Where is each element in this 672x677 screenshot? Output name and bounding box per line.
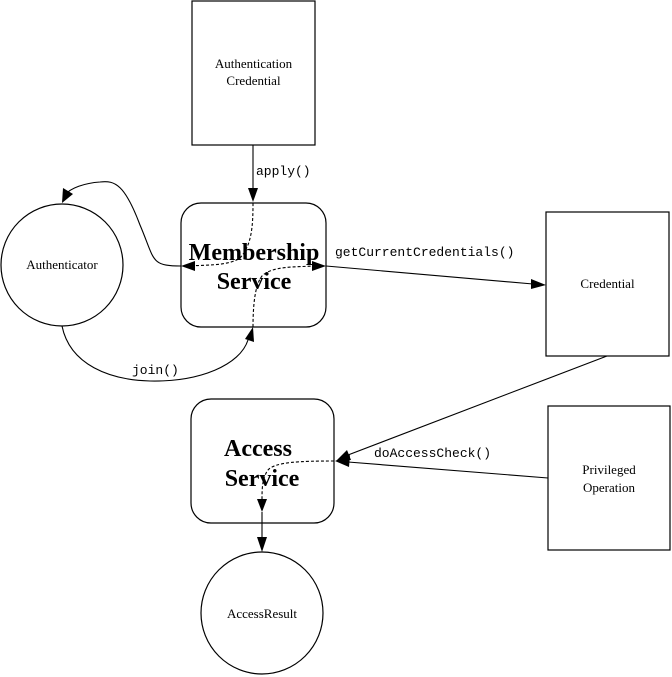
arrowhead-icon: [257, 537, 267, 552]
do-access-check-label: doAccessCheck(): [374, 446, 491, 461]
node-privileged-operation[interactable]: Privileged Operation: [547, 405, 671, 551]
edge-do-access-check: doAccessCheck(): [335, 446, 549, 479]
edge-result: [257, 460, 335, 552]
join-label: join(): [132, 363, 179, 378]
privileged-operation-line1: Privileged: [582, 462, 636, 477]
node-authenticator[interactable]: Authenticator: [0, 203, 124, 327]
edge-apply: apply(): [181, 145, 311, 271]
node-authentication-credential[interactable]: Authentication Credential: [191, 0, 316, 146]
credential-label: Credential: [580, 276, 635, 291]
arrowhead-icon: [335, 455, 350, 467]
authentication-credential-line1: Authentication: [215, 56, 293, 71]
arrowhead-icon: [62, 188, 73, 203]
node-membership-service[interactable]: Membership Service: [180, 202, 327, 328]
arrowhead-icon: [257, 499, 267, 512]
apply-label: apply(): [256, 164, 311, 179]
access-result-label: AccessResult: [227, 606, 297, 621]
arrowhead-icon: [245, 327, 254, 342]
arrowhead-icon: [312, 261, 326, 271]
membership-service-line1: Membership: [189, 240, 320, 266]
arrowhead-icon: [181, 261, 195, 271]
privileged-operation-line2: Operation: [583, 480, 635, 495]
edge-get-current-credentials: getCurrentCredentials(): [325, 245, 546, 289]
get-current-credentials-label: getCurrentCredentials(): [335, 245, 514, 260]
arrowhead-icon: [531, 279, 546, 289]
node-access-result[interactable]: AccessResult: [200, 551, 324, 675]
edge-authenticate: [62, 181, 182, 267]
edge-join: join(): [61, 261, 326, 382]
access-service-line1: Access: [224, 436, 292, 462]
authentication-credential-line2: Credential: [226, 73, 281, 88]
node-credential[interactable]: Credential: [545, 211, 670, 357]
membership-service-line2: Service: [217, 269, 292, 295]
arrowhead-icon: [248, 188, 258, 202]
authenticator-label: Authenticator: [26, 257, 98, 272]
